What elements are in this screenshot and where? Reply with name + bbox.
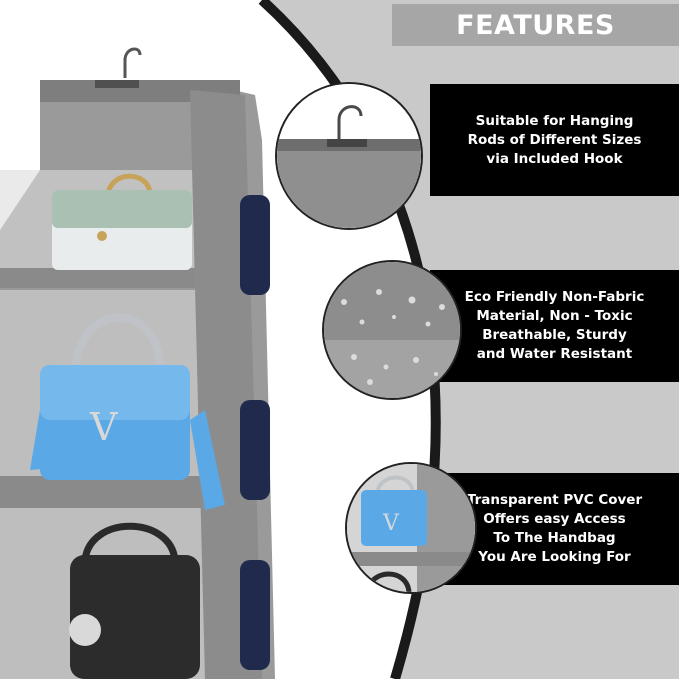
feature-text-pvc: Transparent PVC Cover Offers easy Access… [466, 492, 643, 565]
svg-text:V: V [382, 511, 400, 536]
feature-band-material: Eco Friendly Non-Fabric Material, Non - … [430, 270, 679, 382]
water-drops-icon [322, 260, 462, 400]
blue-handbag: V [30, 313, 225, 510]
bag-logo: V [89, 405, 118, 449]
hanger-icon [275, 82, 423, 230]
sage-handbag [52, 173, 192, 270]
features-header-bg [392, 4, 679, 46]
features-title: FEATURES [456, 9, 615, 41]
feature-text-hook: Suitable for Hanging Rods of Different S… [467, 112, 642, 167]
handbag-icon: V [345, 462, 477, 594]
feature-text-material: Eco Friendly Non-Fabric Material, Non - … [464, 289, 645, 362]
black-handbag [69, 522, 200, 679]
hanger-hook [123, 47, 142, 78]
feature-band-hook: Suitable for Hanging Rods of Different S… [430, 84, 679, 196]
